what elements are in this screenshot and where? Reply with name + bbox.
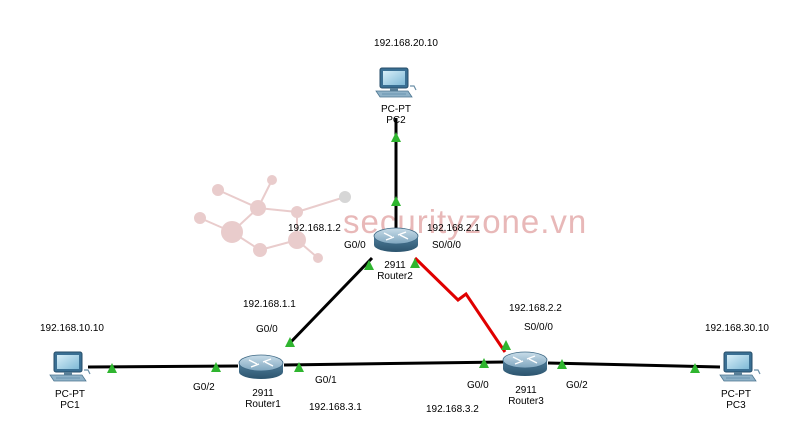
pc2-name: PC2 — [386, 115, 406, 126]
pc1-label[interactable]: PC-PT PC1 — [55, 389, 85, 411]
pc3-label[interactable]: PC-PT PC3 — [721, 389, 751, 411]
router3-interface-g00: G0/0 — [467, 380, 489, 391]
router3-address-to-router2: 192.168.2.2 — [509, 303, 562, 314]
router1-label[interactable]: 2911 Router1 — [245, 388, 281, 410]
port-status-indicator — [107, 363, 117, 373]
link-router2-router3-serial — [413, 256, 507, 353]
router3-interface-s000: S0/0/0 — [524, 322, 553, 333]
router2-interface-g00: G0/0 — [344, 240, 366, 251]
pc1-icon[interactable] — [49, 351, 91, 382]
router2-address-to-router3: 192.168.2.1 — [427, 223, 480, 234]
link-router1-router3 — [283, 360, 506, 367]
port-status-indicator — [690, 363, 700, 373]
port-status-indicator — [391, 132, 401, 142]
router1-model: 2911 — [252, 388, 274, 399]
port-status-indicator — [410, 258, 420, 268]
router1-icon[interactable] — [238, 354, 284, 380]
port-status-indicator — [211, 362, 221, 372]
router1-interface-g00: G0/0 — [256, 324, 278, 335]
port-status-indicator — [391, 196, 401, 206]
pc2-ip-label: 192.168.20.10 — [374, 38, 438, 49]
router2-address-to-router1: 192.168.1.2 — [288, 223, 341, 234]
pc2-label[interactable]: PC-PT PC2 — [381, 104, 411, 126]
port-status-indicator — [364, 260, 374, 270]
pc2-icon[interactable] — [375, 67, 417, 98]
pc3-ip-label: 192.168.30.10 — [705, 323, 769, 334]
port-status-indicator — [501, 340, 511, 350]
pc3-model: PC-PT — [721, 389, 751, 400]
pc1-ip-label: 192.168.10.10 — [40, 323, 104, 334]
router2-model: 2911 — [384, 260, 406, 271]
router2-icon[interactable] — [373, 227, 419, 253]
router3-icon[interactable] — [502, 351, 548, 377]
router3-address-to-router1: 192.168.3.2 — [426, 404, 479, 415]
router3-name: Router3 — [508, 396, 544, 407]
router3-model: 2911 — [515, 385, 537, 396]
router1-address-to-router2: 192.168.1.1 — [243, 299, 296, 310]
port-status-indicator — [479, 358, 489, 368]
router3-interface-g02: G0/2 — [566, 380, 588, 391]
pc1-name: PC1 — [60, 400, 80, 411]
router2-label[interactable]: 2911 Router2 — [377, 260, 413, 282]
router1-interface-g01: G0/1 — [315, 375, 337, 386]
port-status-indicator — [285, 337, 295, 347]
pc3-icon[interactable] — [719, 351, 761, 382]
router1-interface-g02: G0/2 — [193, 382, 215, 393]
router2-name: Router2 — [377, 271, 413, 282]
router2-interface-s000: S0/0/0 — [432, 240, 461, 251]
pc2-model: PC-PT — [381, 104, 411, 115]
link-router3-pc3 — [547, 361, 721, 369]
pc1-model: PC-PT — [55, 389, 85, 400]
router1-name: Router1 — [245, 399, 281, 410]
port-status-indicator — [557, 359, 567, 369]
router3-label[interactable]: 2911 Router3 — [508, 385, 544, 407]
router1-address-to-router3: 192.168.3.1 — [309, 402, 362, 413]
pc3-name: PC3 — [726, 400, 746, 411]
link-router1-router2 — [286, 256, 374, 347]
port-status-indicator — [294, 362, 304, 372]
